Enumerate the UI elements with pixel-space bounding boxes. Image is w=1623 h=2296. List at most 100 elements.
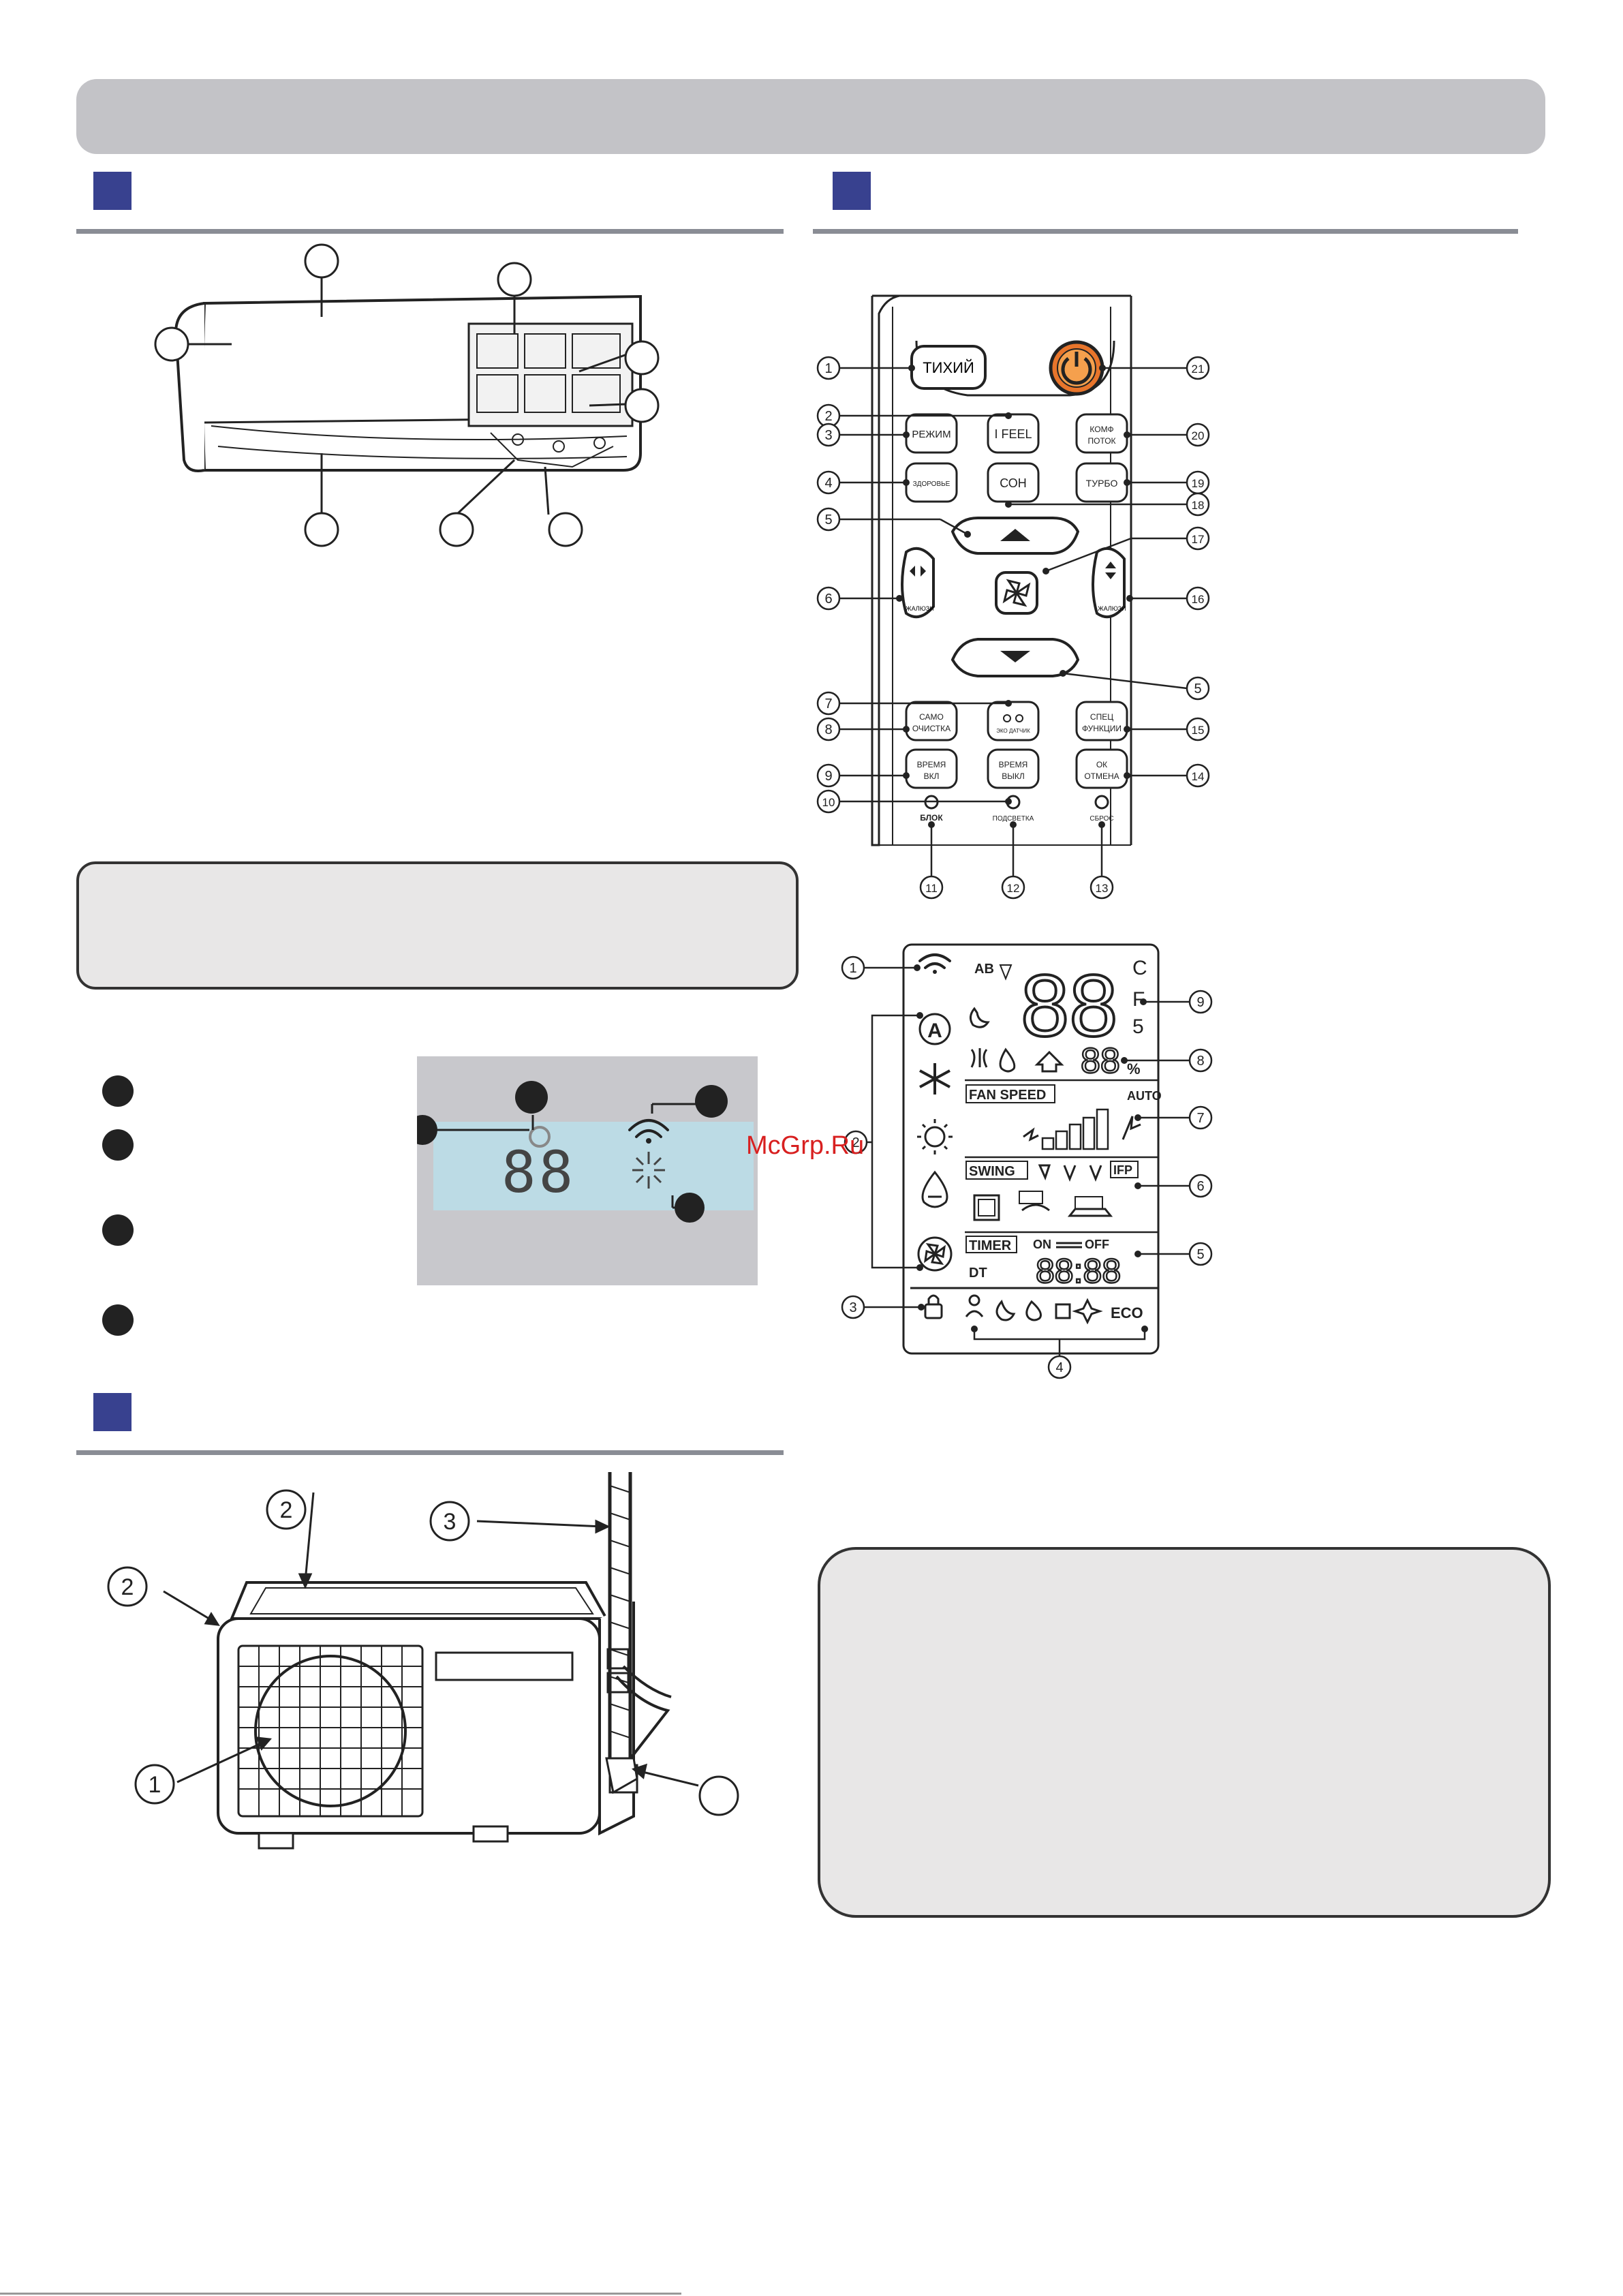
fan-gust-icon [1023, 1127, 1039, 1142]
dry-mode-icon [921, 1170, 948, 1208]
lcd-dt: DT [969, 1266, 987, 1281]
ok-cancel-button[interactable] [1075, 748, 1128, 789]
eco-sensor-icon [1003, 714, 1023, 722]
sparkle-icon [1072, 1298, 1103, 1325]
lcd-unit-f: F [1132, 988, 1145, 1011]
special-functions-label: ФУНКЦИИ [1082, 724, 1122, 733]
self-clean-button[interactable] [905, 701, 958, 741]
timer-off-button[interactable] [987, 748, 1040, 789]
quiet-button-label: ТИХИЙ [923, 359, 974, 376]
remote-callout: 6 [824, 592, 832, 607]
turbo-button-label: ТУРБО [1086, 478, 1118, 489]
self-clean-label: ОЧИСТКА [912, 724, 950, 733]
lcd-callout: 3 [849, 1300, 856, 1315]
lcd-callout: 8 [1196, 1054, 1204, 1069]
eco-sensor-button[interactable] [987, 701, 1040, 741]
ifeel-button[interactable] [987, 413, 1040, 454]
timer-on-label: ВКЛ [924, 771, 940, 781]
note-box-indoor [76, 861, 799, 990]
sun-icon [917, 1119, 953, 1154]
lcd-unit-c: C [1132, 957, 1147, 979]
ifeel-button-label: I FEEL [994, 427, 1032, 441]
lcd-callout: 5 [1196, 1247, 1204, 1262]
eco-sensor-label: ЭКО ДАТЧИК [996, 728, 1030, 734]
house-icon [1034, 1050, 1064, 1073]
fan-mode-icon [917, 1236, 953, 1272]
svg-text:5: 5 [1132, 1015, 1144, 1038]
remote-callout: 12 [1007, 882, 1020, 895]
person-icon [965, 1294, 984, 1317]
turbo-icon [1122, 1116, 1141, 1140]
remote-callout: 2 [824, 409, 832, 424]
arrow-up-icon [1000, 529, 1030, 541]
timer-on-label: ВРЕМЯ [917, 760, 946, 769]
outdoor-unit-diagram: 2 3 2 1 [107, 1472, 739, 1850]
lcd-ab: AB [974, 962, 994, 977]
swing-box-icon [973, 1194, 1000, 1221]
legend-bullet [102, 1075, 134, 1107]
remote-callout: 4 [824, 476, 832, 491]
timer-off-label: ВЫКЛ [1002, 771, 1025, 781]
remote-callout: 19 [1192, 477, 1205, 490]
indoor-display-overlay [417, 1081, 728, 1223]
remote-callout: 15 [1192, 724, 1205, 737]
outdoor-callout: 2 [121, 1574, 134, 1600]
remote-callout: 16 [1192, 593, 1205, 606]
louver-label-left: ЖАЛЮЗИ [906, 605, 933, 612]
swing-direction-icons [1038, 1164, 1102, 1182]
sleep-icon [995, 1300, 1016, 1321]
remote-callout: 7 [824, 697, 832, 711]
lcd-eco: ECO [1111, 1304, 1143, 1321]
remote-callout: 1 [824, 361, 832, 376]
sleep-button-label: СОН [1000, 476, 1027, 490]
lcd-off: OFF [1085, 1238, 1109, 1251]
remote-callout: 13 [1096, 882, 1109, 895]
remote-callout: 5 [824, 512, 832, 527]
auto-swing-icon [1019, 1191, 1043, 1204]
remote-callout: 9 [824, 769, 832, 784]
lcd-on: ON [1033, 1238, 1051, 1251]
humidity-icon [999, 1047, 1016, 1073]
remote-callout: 8 [824, 722, 832, 737]
lcd-main-digits: 88 [1021, 958, 1117, 1055]
power-icon [1061, 357, 1092, 385]
remote-callout: 21 [1192, 363, 1205, 376]
header-banner [76, 79, 1545, 154]
ok-cancel-label: ОК [1096, 760, 1107, 769]
lcd-auto: AUTO [1127, 1089, 1162, 1103]
sleep-button[interactable] [987, 462, 1040, 503]
lock-label: БЛОК [920, 813, 943, 823]
snowflake-icon [919, 1063, 950, 1095]
louver-horizontal-button[interactable] [901, 547, 935, 619]
moon-icon [970, 1007, 990, 1028]
lcd-callout: 4 [1055, 1360, 1063, 1375]
note-box-remote [818, 1547, 1551, 1918]
outdoor-callout: 3 [444, 1509, 457, 1535]
indoor-display-digits: 88 [501, 1139, 576, 1206]
timer-on-button[interactable] [905, 748, 958, 789]
lcd-percent: % [1127, 1060, 1141, 1077]
svg-text:A: A [927, 1020, 942, 1042]
comfort-flow-label: ПОТОК [1087, 436, 1115, 446]
filter-icon [1055, 1303, 1071, 1319]
section-rule-outdoor [76, 1450, 784, 1455]
health-button-label: ЗДОРОВЬЕ [913, 480, 950, 488]
reset-button[interactable] [1094, 795, 1109, 810]
swing-vertical-icon [1105, 562, 1116, 579]
self-clean-label: САМО [919, 712, 944, 722]
remote-callout: 14 [1192, 770, 1205, 783]
comfort-flow-label: КОМФ [1089, 425, 1113, 434]
remote-lcd-diagram: A AB 88 C F 5 88 % FAN SPEED AUTO S [841, 943, 1213, 1379]
louver-vertical-button[interactable] [1092, 547, 1126, 619]
signal-icon [999, 964, 1013, 981]
outdoor-callout: 2 [280, 1497, 293, 1523]
indoor-display-window [433, 1122, 754, 1210]
legend-bullet [102, 1304, 134, 1336]
indoor-unit-diagram [154, 243, 660, 547]
reset-label: СБРОС [1089, 815, 1113, 823]
remote-control-diagram: ТИХИЙ РЕЖИМ I FEEL КОМФ ПОТОК ЗДОРОВЬЕ С… [816, 294, 1210, 900]
legend-bullet [102, 1214, 134, 1246]
swing-horizontal-icon [910, 566, 926, 577]
special-functions-button[interactable] [1075, 701, 1128, 741]
lcd-callout: 7 [1196, 1111, 1204, 1126]
